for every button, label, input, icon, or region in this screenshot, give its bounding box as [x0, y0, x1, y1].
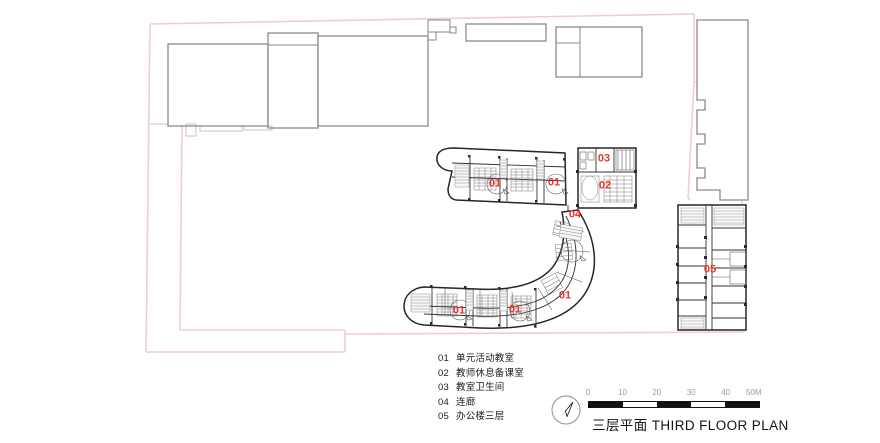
scale-segment — [589, 402, 623, 407]
room-tag-02: 02 — [598, 179, 612, 192]
teaching-wing-curve-and-south — [403, 209, 596, 329]
scale-segment — [623, 402, 657, 407]
existing-building-east-strip — [696, 19, 749, 201]
legend-item: 01 单元活动教室 — [438, 352, 588, 367]
legend-code: 01 — [438, 353, 449, 364]
legend-item: 03 教室卫生间 — [438, 381, 588, 396]
legend-label: 教室卫生间 — [456, 382, 505, 394]
office-building-05 — [676, 204, 747, 331]
existing-buildings-north — [167, 19, 643, 129]
room-tag-04: 04 — [568, 208, 582, 221]
legend-code: 05 — [438, 411, 449, 423]
scale-tick-labels: 0 10 20 30 40 50M — [586, 388, 762, 399]
legend-item: 05 办公楼三层 — [438, 410, 588, 425]
scale-segment — [691, 402, 725, 407]
legend-label: 连廊 — [456, 396, 476, 408]
legend-code: 02 — [438, 367, 449, 379]
ground-markings — [185, 123, 273, 137]
legend-code: 04 — [438, 396, 449, 408]
room-tag-01: 01 — [547, 176, 561, 189]
service-block-02-03 — [576, 147, 637, 209]
scale-tick: 50M — [745, 388, 762, 397]
scale-tick: 40 — [721, 388, 731, 397]
scale-tick: 20 — [652, 388, 662, 397]
scale-tick: 0 — [586, 388, 591, 397]
north-arrow-icon — [546, 390, 586, 430]
legend-label: 办公楼三层 — [456, 411, 505, 423]
legend-label: 单元活动教室 — [456, 353, 515, 364]
room-tag-01: 01 — [452, 304, 466, 317]
scale-bar-graphic — [588, 401, 760, 408]
room-tag-01: 01 — [558, 289, 572, 302]
legend-label: 教师休息备课室 — [456, 367, 524, 379]
scale-tick: 30 — [686, 388, 696, 397]
legend: 01 单元活动教室 02 教师休息备课室 03 教室卫生间 04 连廊 05 办公楼三层 — [438, 352, 588, 425]
legend-item: 04 连廊 — [438, 396, 588, 411]
room-tag-03: 03 — [597, 152, 611, 165]
scale-segment — [657, 402, 691, 407]
scale-tick: 10 — [617, 388, 627, 397]
plan-title: 三层平面 THIRD FLOOR PLAN — [592, 418, 789, 433]
room-tag-05: 05 — [703, 263, 717, 276]
legend-code: 03 — [438, 382, 449, 394]
room-tag-01: 01 — [508, 303, 522, 316]
scale-bar: 0 10 20 30 40 50M — [586, 388, 762, 412]
scale-segment — [725, 402, 759, 407]
room-tag-01: 01 — [488, 177, 502, 190]
legend-item: 02 教师休息备课室 — [438, 367, 588, 382]
teaching-wing-north — [436, 147, 569, 206]
